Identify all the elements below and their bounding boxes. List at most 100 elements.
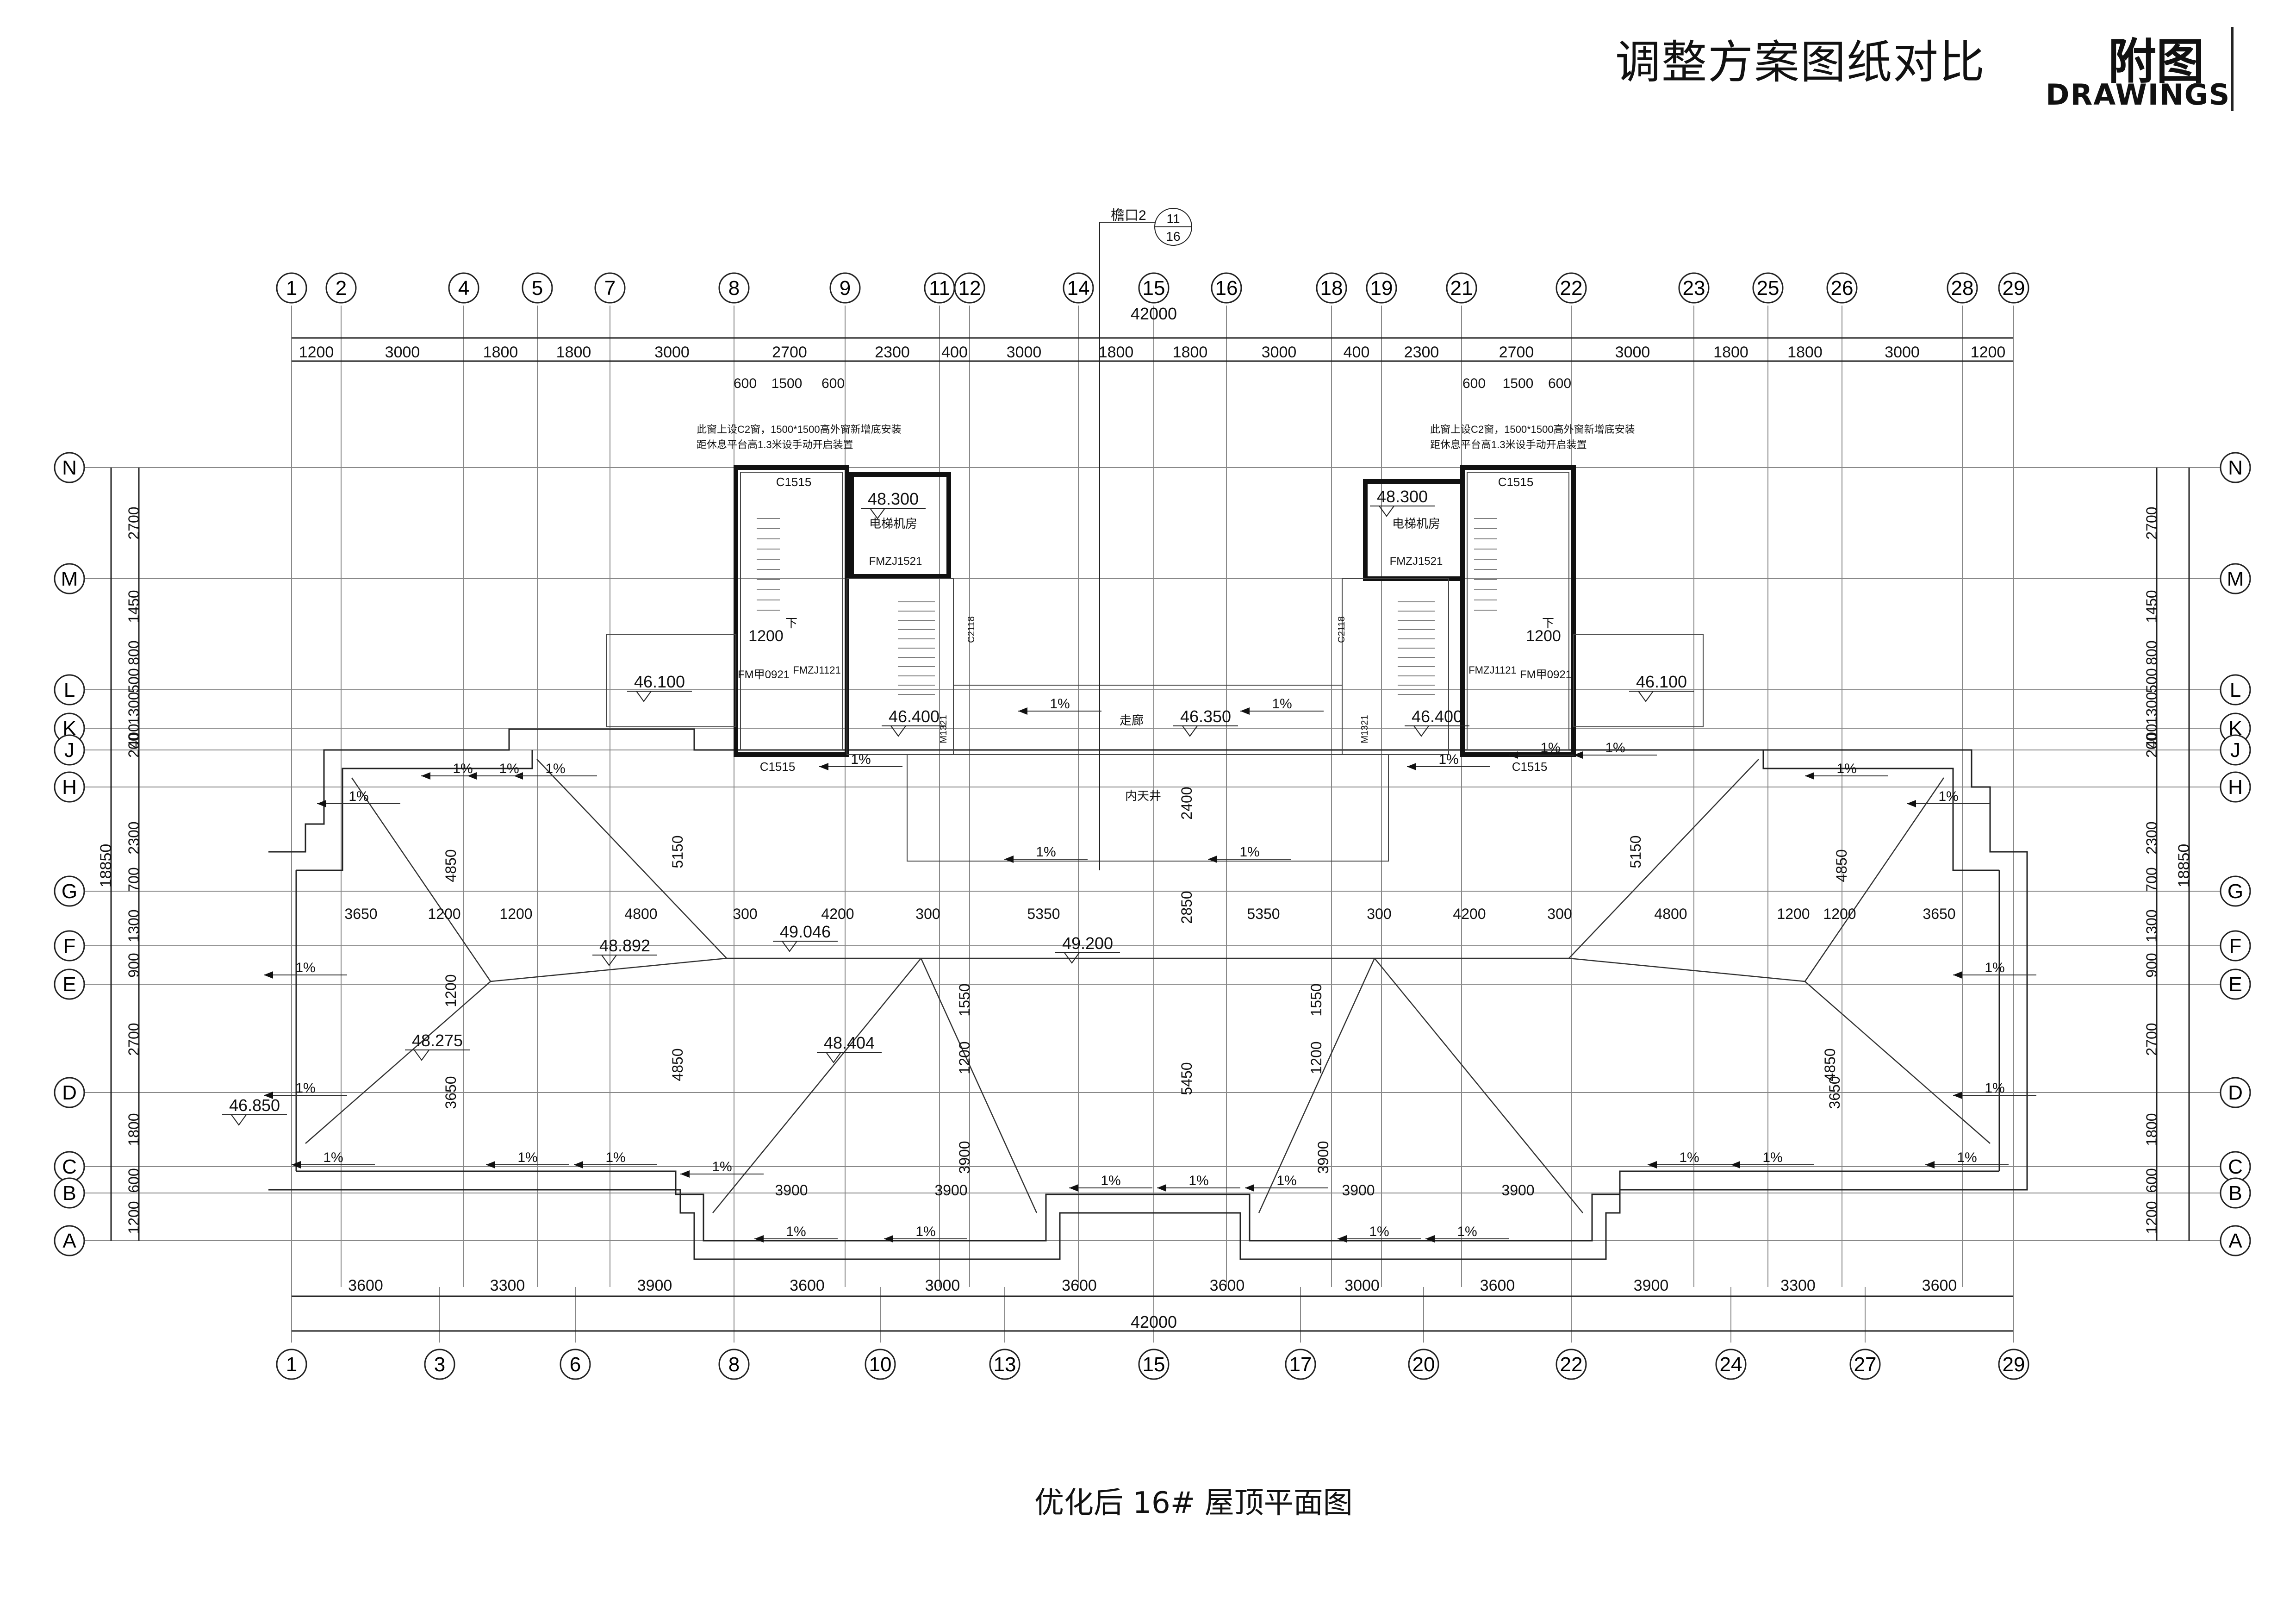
stair-treads — [757, 518, 1497, 695]
inner-dimension-left: 1200 — [428, 906, 460, 922]
axis-bubble-right-L: L — [2220, 674, 2251, 706]
axis-bubble-bottom-17-label: 17 — [1289, 1353, 1312, 1376]
axis-bubble-right-M: M — [2220, 563, 2251, 594]
axis-bubble-top-8-label: 8 — [728, 277, 740, 300]
axis-bubble-right-C: C — [2220, 1151, 2251, 1182]
axis-bubble-top-29: 29 — [1998, 272, 2029, 304]
page-header-title: 调整方案图纸对比 — [1615, 36, 1986, 89]
slope-marker-text: 1% — [499, 761, 519, 776]
axis-bubble-top-4: 4 — [448, 272, 479, 304]
slope-marker-text: 1% — [1540, 740, 1560, 756]
axis-bubble-bottom-27: 27 — [1849, 1349, 1881, 1380]
slope-marker-text: 1% — [1938, 789, 1958, 804]
slope-marker: 1% — [1425, 1224, 1509, 1243]
roof-callout-ref-top: 11 — [1166, 212, 1180, 226]
slope-marker-text: 1% — [1605, 740, 1625, 756]
door-fire-label-left: FM甲0921 — [738, 668, 790, 681]
slope-marker: 1% — [1208, 844, 1291, 863]
row-dimension-right: 200 — [2143, 733, 2160, 757]
corridor-label: 走廊 — [1120, 713, 1144, 727]
inner-dimension-vertical: 4850 — [1833, 849, 1850, 882]
slope-marker-text: 1% — [348, 789, 368, 804]
axis-bubble-top-11: 11 — [924, 272, 955, 304]
bottom-dimension: 3600 — [1480, 1277, 1515, 1294]
ridge-elevation-d: 48.404 — [817, 1033, 882, 1063]
stair-window-dim: 600 — [1462, 376, 1486, 391]
stair-top-elevation-left-text: 48.300 — [868, 489, 919, 508]
inner-dimension-vertical: 5150 — [1627, 835, 1644, 868]
roof-hip-lines — [305, 759, 1991, 1213]
roof-elevation-left-text: 46.100 — [634, 672, 685, 691]
slope-marker-text: 1% — [1188, 1173, 1208, 1188]
slope-marker: 1% — [884, 1224, 967, 1243]
inner-dimension-left: 4200 — [821, 906, 854, 922]
inner-dimension-vertical: 3900 — [956, 1141, 973, 1174]
axis-bubble-top-11-label: 11 — [929, 277, 950, 300]
row-dimension-left: 2700 — [125, 506, 142, 539]
ridge-elevation-center: 49.200 — [1055, 934, 1120, 964]
axis-bubble-right-G: G — [2220, 875, 2251, 907]
window-note-right-2: 距休息平台高1.3米设手动开启装置 — [1430, 439, 1587, 450]
ridge-elevation-b-text: 48.892 — [599, 936, 650, 955]
stair-dim-right: 1200 — [1526, 627, 1561, 645]
corridor-elevation: 46.350 — [1173, 707, 1238, 737]
row-dimension-right: 1200 — [2143, 1201, 2160, 1234]
inner-dimension-right: 1200 — [1823, 906, 1856, 922]
axis-bubble-bottom-24-label: 24 — [1720, 1353, 1742, 1376]
row-dimension-left: 900 — [125, 953, 142, 977]
inner-dimension-bottom: 3900 — [1342, 1182, 1375, 1199]
axis-bubble-bottom-15-label: 15 — [1143, 1353, 1165, 1376]
ridge-elevation-c-text: 48.275 — [412, 1031, 463, 1050]
axis-bubble-bottom-3-label: 3 — [434, 1353, 445, 1376]
slope-marker-text: 1% — [1438, 752, 1458, 767]
slope-marker-text: 1% — [851, 752, 871, 767]
landing-elevation-left-text: 46.400 — [889, 707, 940, 726]
slope-marker-text: 1% — [1239, 844, 1259, 860]
slope-marker-text: 1% — [1836, 761, 1856, 776]
inner-dimension-bottom: 3900 — [934, 1182, 967, 1199]
window-note-left: 此窗上设C2窗，1500*1500高外窗新增底安装 — [697, 424, 902, 435]
slope-marker: 1% — [1907, 789, 1990, 807]
axis-bubble-top-15-label: 15 — [1143, 277, 1165, 300]
slope-marker-text: 1% — [1050, 696, 1070, 712]
axis-bubble-right-C-label: C — [2228, 1156, 2243, 1178]
axis-bubble-top-2-label: 2 — [336, 277, 347, 300]
slope-marker: 1% — [486, 1150, 569, 1168]
slope-marker: 1% — [1574, 740, 1657, 759]
row-dimension-left: 1300 — [125, 909, 142, 942]
total-width-bottom: 42000 — [1131, 1312, 1177, 1331]
stair-window-dim: 600 — [1548, 376, 1571, 391]
ridge-elevation-c: 48.275 — [405, 1031, 470, 1061]
window-label: C1515 — [1512, 760, 1548, 774]
bottom-dimension: 3600 — [1062, 1277, 1097, 1294]
bottom-dimension: 3600 — [1210, 1277, 1245, 1294]
axis-bubble-bottom-20-label: 20 — [1412, 1353, 1435, 1376]
axis-bubble-bottom-6: 6 — [560, 1349, 591, 1380]
axis-bubble-right-L-label: L — [2230, 679, 2241, 701]
inner-dimension-bottom: 3900 — [1501, 1182, 1534, 1199]
inner-dimension-left: 1200 — [499, 906, 532, 922]
axis-bubble-right-H-label: H — [2228, 776, 2243, 799]
axis-bubble-bottom-10-label: 10 — [869, 1353, 892, 1376]
top-dimension: 400 — [1344, 344, 1370, 361]
inner-dimension-vertical: 1550 — [1308, 983, 1325, 1016]
axis-bubble-bottom-13-label: 13 — [994, 1353, 1016, 1376]
top-dimension: 1800 — [1173, 344, 1208, 361]
axis-bubble-top-9: 9 — [829, 272, 861, 304]
window-note-right: 此窗上设C2窗，1500*1500高外窗新增底安装 — [1430, 424, 1635, 435]
axis-bubble-bottom-15: 15 — [1138, 1349, 1170, 1380]
slope-marker-text: 1% — [1762, 1150, 1782, 1165]
axis-bubble-bottom-3: 3 — [424, 1349, 455, 1380]
bottom-dimension: 3000 — [1344, 1277, 1380, 1294]
axis-bubble-bottom-13: 13 — [989, 1349, 1020, 1380]
inner-dimension-vertical: 4850 — [442, 849, 459, 882]
row-dimension-left: 1800 — [125, 1113, 142, 1146]
window-label: C1515 — [776, 475, 812, 489]
axis-bubble-left-F: F — [54, 930, 85, 962]
eave-elevation-text: 46.850 — [229, 1096, 280, 1115]
ridge-elevation-d-text: 48.404 — [824, 1033, 875, 1052]
top-dimension: 3000 — [1885, 344, 1920, 361]
axis-bubble-right-H: H — [2220, 771, 2251, 803]
stair-window-dim: 600 — [734, 376, 757, 391]
